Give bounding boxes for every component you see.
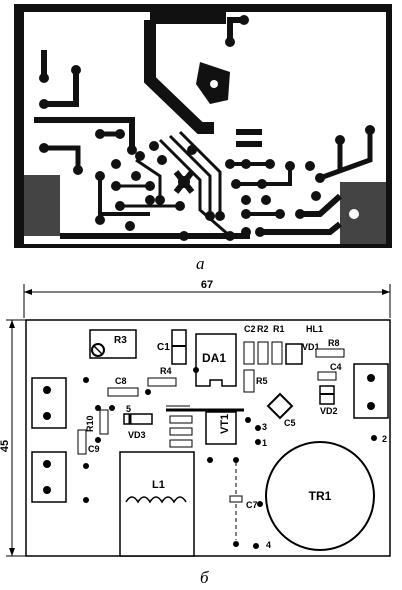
caption-a: а [196, 254, 205, 273]
trace [319, 130, 373, 181]
c4-body [317, 371, 337, 381]
bridge-icon [266, 392, 294, 420]
r5-body [243, 369, 255, 393]
arrow-icon [24, 289, 32, 295]
main-bus-trace [144, 20, 214, 134]
pin-2: 2 [382, 434, 387, 444]
pin-4: 4 [266, 540, 271, 550]
label-l1: L1 [152, 479, 165, 491]
label-c9: C9 [88, 444, 100, 454]
label-c8: C8 [115, 376, 127, 386]
label-r4: R4 [160, 366, 172, 376]
label-c4: C4 [330, 362, 342, 372]
caption-b: б [200, 568, 209, 587]
trace [158, 138, 231, 238]
label-hl1: HL1 [306, 324, 323, 334]
label-vd3: VD3 [128, 430, 146, 440]
arrow-icon [9, 548, 15, 556]
c9-body [77, 429, 87, 455]
resistor [169, 439, 193, 448]
resistor [169, 427, 193, 436]
arrow-icon [382, 289, 390, 295]
trace [44, 145, 81, 170]
solder-points [83, 367, 377, 549]
label-vt1: VT1 [219, 414, 231, 434]
label-tr1: TR1 [309, 489, 332, 503]
r8-body [315, 348, 345, 358]
trace [236, 166, 292, 186]
vd3-body [123, 413, 153, 425]
pin-5: 5 [126, 404, 131, 414]
label-r5: R5 [256, 376, 268, 386]
label-r2: R2 [257, 324, 269, 334]
screw-icon [367, 402, 375, 410]
ground-pour-top-mid [150, 12, 226, 24]
trace [44, 72, 79, 107]
dim-height-label: 45 [0, 440, 11, 452]
r2-body [257, 341, 269, 365]
label-c1: C1 [157, 342, 170, 353]
screw-icon [43, 386, 51, 394]
trace [135, 158, 162, 196]
label-r3: R3 [114, 335, 127, 346]
screw-icon [43, 460, 51, 468]
pads-group [39, 15, 375, 241]
arrow-icon [9, 320, 15, 328]
trace [168, 134, 212, 214]
vt1-body [205, 411, 237, 445]
coil-icon [125, 496, 187, 504]
pin-3: 3 [262, 422, 267, 432]
tr1-body [265, 441, 375, 551]
pin-1: 1 [262, 438, 267, 448]
connector-left-bottom [31, 451, 67, 503]
pad [210, 80, 218, 88]
l1-body [119, 451, 195, 557]
hl1-body [285, 343, 303, 365]
trace [34, 117, 135, 148]
assembly-board [25, 319, 391, 557]
label-c5: C5 [284, 418, 296, 428]
label-r1: R1 [273, 324, 285, 334]
trace [98, 178, 150, 216]
da1-body [195, 333, 237, 387]
screw-icon [43, 412, 51, 420]
connector-left-top [31, 377, 67, 429]
label-da1: DA1 [202, 351, 226, 365]
trace [260, 221, 342, 235]
screw-icon [43, 486, 51, 494]
label-c7: C7 [246, 500, 258, 510]
label-vd1: VD1 [302, 342, 320, 352]
r4-body [147, 377, 177, 387]
label-r10: R10 [85, 415, 95, 432]
label-c2: C2 [244, 324, 256, 334]
ground-pour-right [340, 182, 386, 244]
screw-icon [367, 374, 375, 382]
r10-body [99, 409, 109, 435]
label-vd2: VD2 [320, 406, 338, 416]
c8-body [107, 387, 139, 397]
resistor [169, 415, 193, 424]
dim-width-label: 67 [201, 279, 213, 291]
ground-pour-left [24, 175, 60, 236]
c2-body [243, 341, 255, 365]
r1-body [271, 341, 283, 365]
label-r8: R8 [328, 338, 340, 348]
trace [300, 193, 343, 217]
